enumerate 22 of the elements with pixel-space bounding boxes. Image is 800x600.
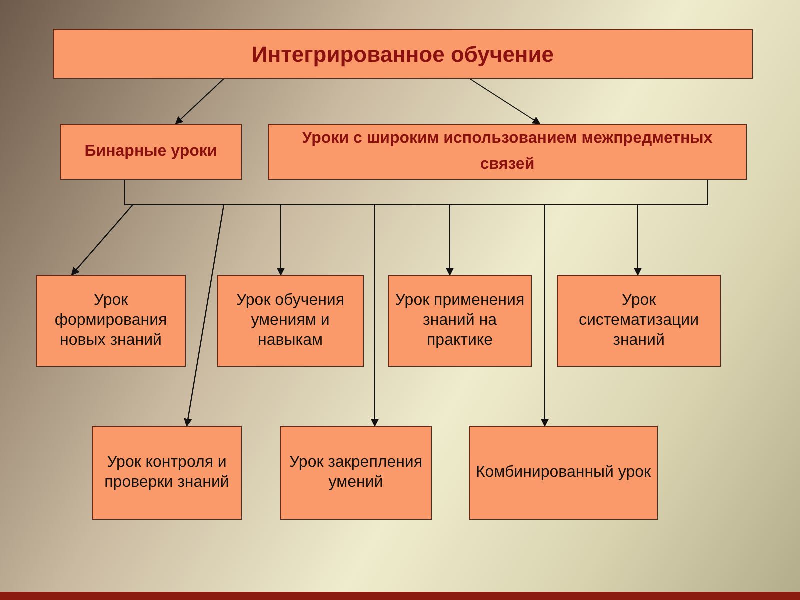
lesson-box [469, 426, 658, 520]
box-label: Урок обучения умениям и навыкам [235, 291, 346, 351]
lesson-box [36, 275, 186, 367]
lesson-box [53, 29, 753, 79]
lesson-box [557, 275, 721, 367]
lesson-box [388, 275, 532, 367]
box-label: Урок формирования новых знаний [54, 291, 168, 351]
box-label: Урок контроля и проверки знаний [104, 453, 230, 493]
box-label: Комбинированный урок [476, 463, 652, 483]
lesson-box [92, 426, 242, 520]
connector-arrow [470, 78, 541, 125]
box-label: Интегрированное обучение [252, 40, 554, 69]
box-label: Урок применения знаний на практике [394, 291, 526, 351]
connector-arrow [175, 78, 224, 125]
box-label: Бинарные уроки [84, 142, 218, 162]
box-label: Уроки с широким использованием межпредметных связей [301, 129, 714, 175]
lesson-box [280, 426, 432, 520]
box-label: Урок систематизации знаний [578, 291, 700, 351]
box-label: Урок закрепления умений [288, 453, 424, 493]
lesson-box [60, 124, 242, 180]
lesson-box [217, 275, 364, 367]
lesson-box [268, 124, 747, 180]
